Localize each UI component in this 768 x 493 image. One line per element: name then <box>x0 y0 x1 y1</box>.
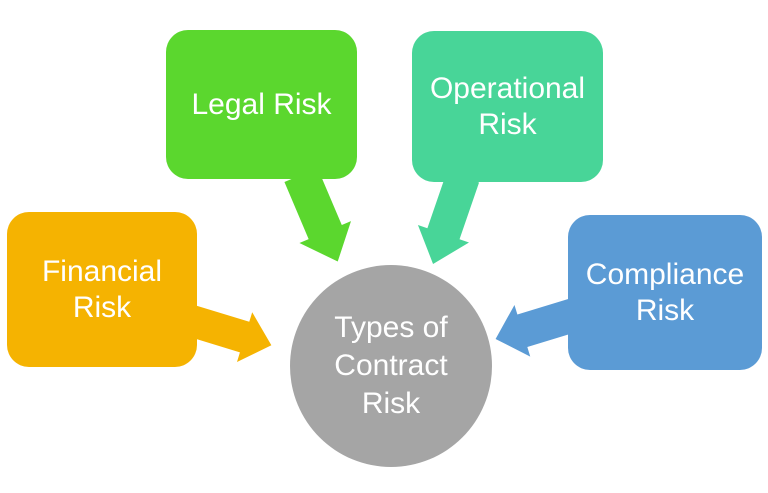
node-legal-risk-label: Legal Risk <box>191 87 332 121</box>
node-types-of-contract-risk-label: Types of Contract Risk <box>334 311 448 420</box>
node-operational-risk-label: Operational Risk <box>429 72 586 141</box>
node-compliance-risk-label: Compliance Risk <box>585 258 745 327</box>
node-financial-risk: Financial Risk <box>7 212 197 367</box>
legal-risk-arrow-icon <box>284 167 351 262</box>
node-financial-risk-label: Financial Risk <box>41 255 163 324</box>
node-operational-risk: Operational Risk <box>412 31 603 182</box>
node-legal-risk: Legal Risk <box>166 30 357 179</box>
node-types-of-contract-risk: Types of Contract Risk <box>290 265 492 467</box>
compliance-risk-arrow-icon <box>495 298 579 357</box>
financial-risk-arrow-icon <box>187 305 272 362</box>
operational-risk-arrow-icon <box>417 171 480 264</box>
node-compliance-risk: Compliance Risk <box>568 215 762 370</box>
